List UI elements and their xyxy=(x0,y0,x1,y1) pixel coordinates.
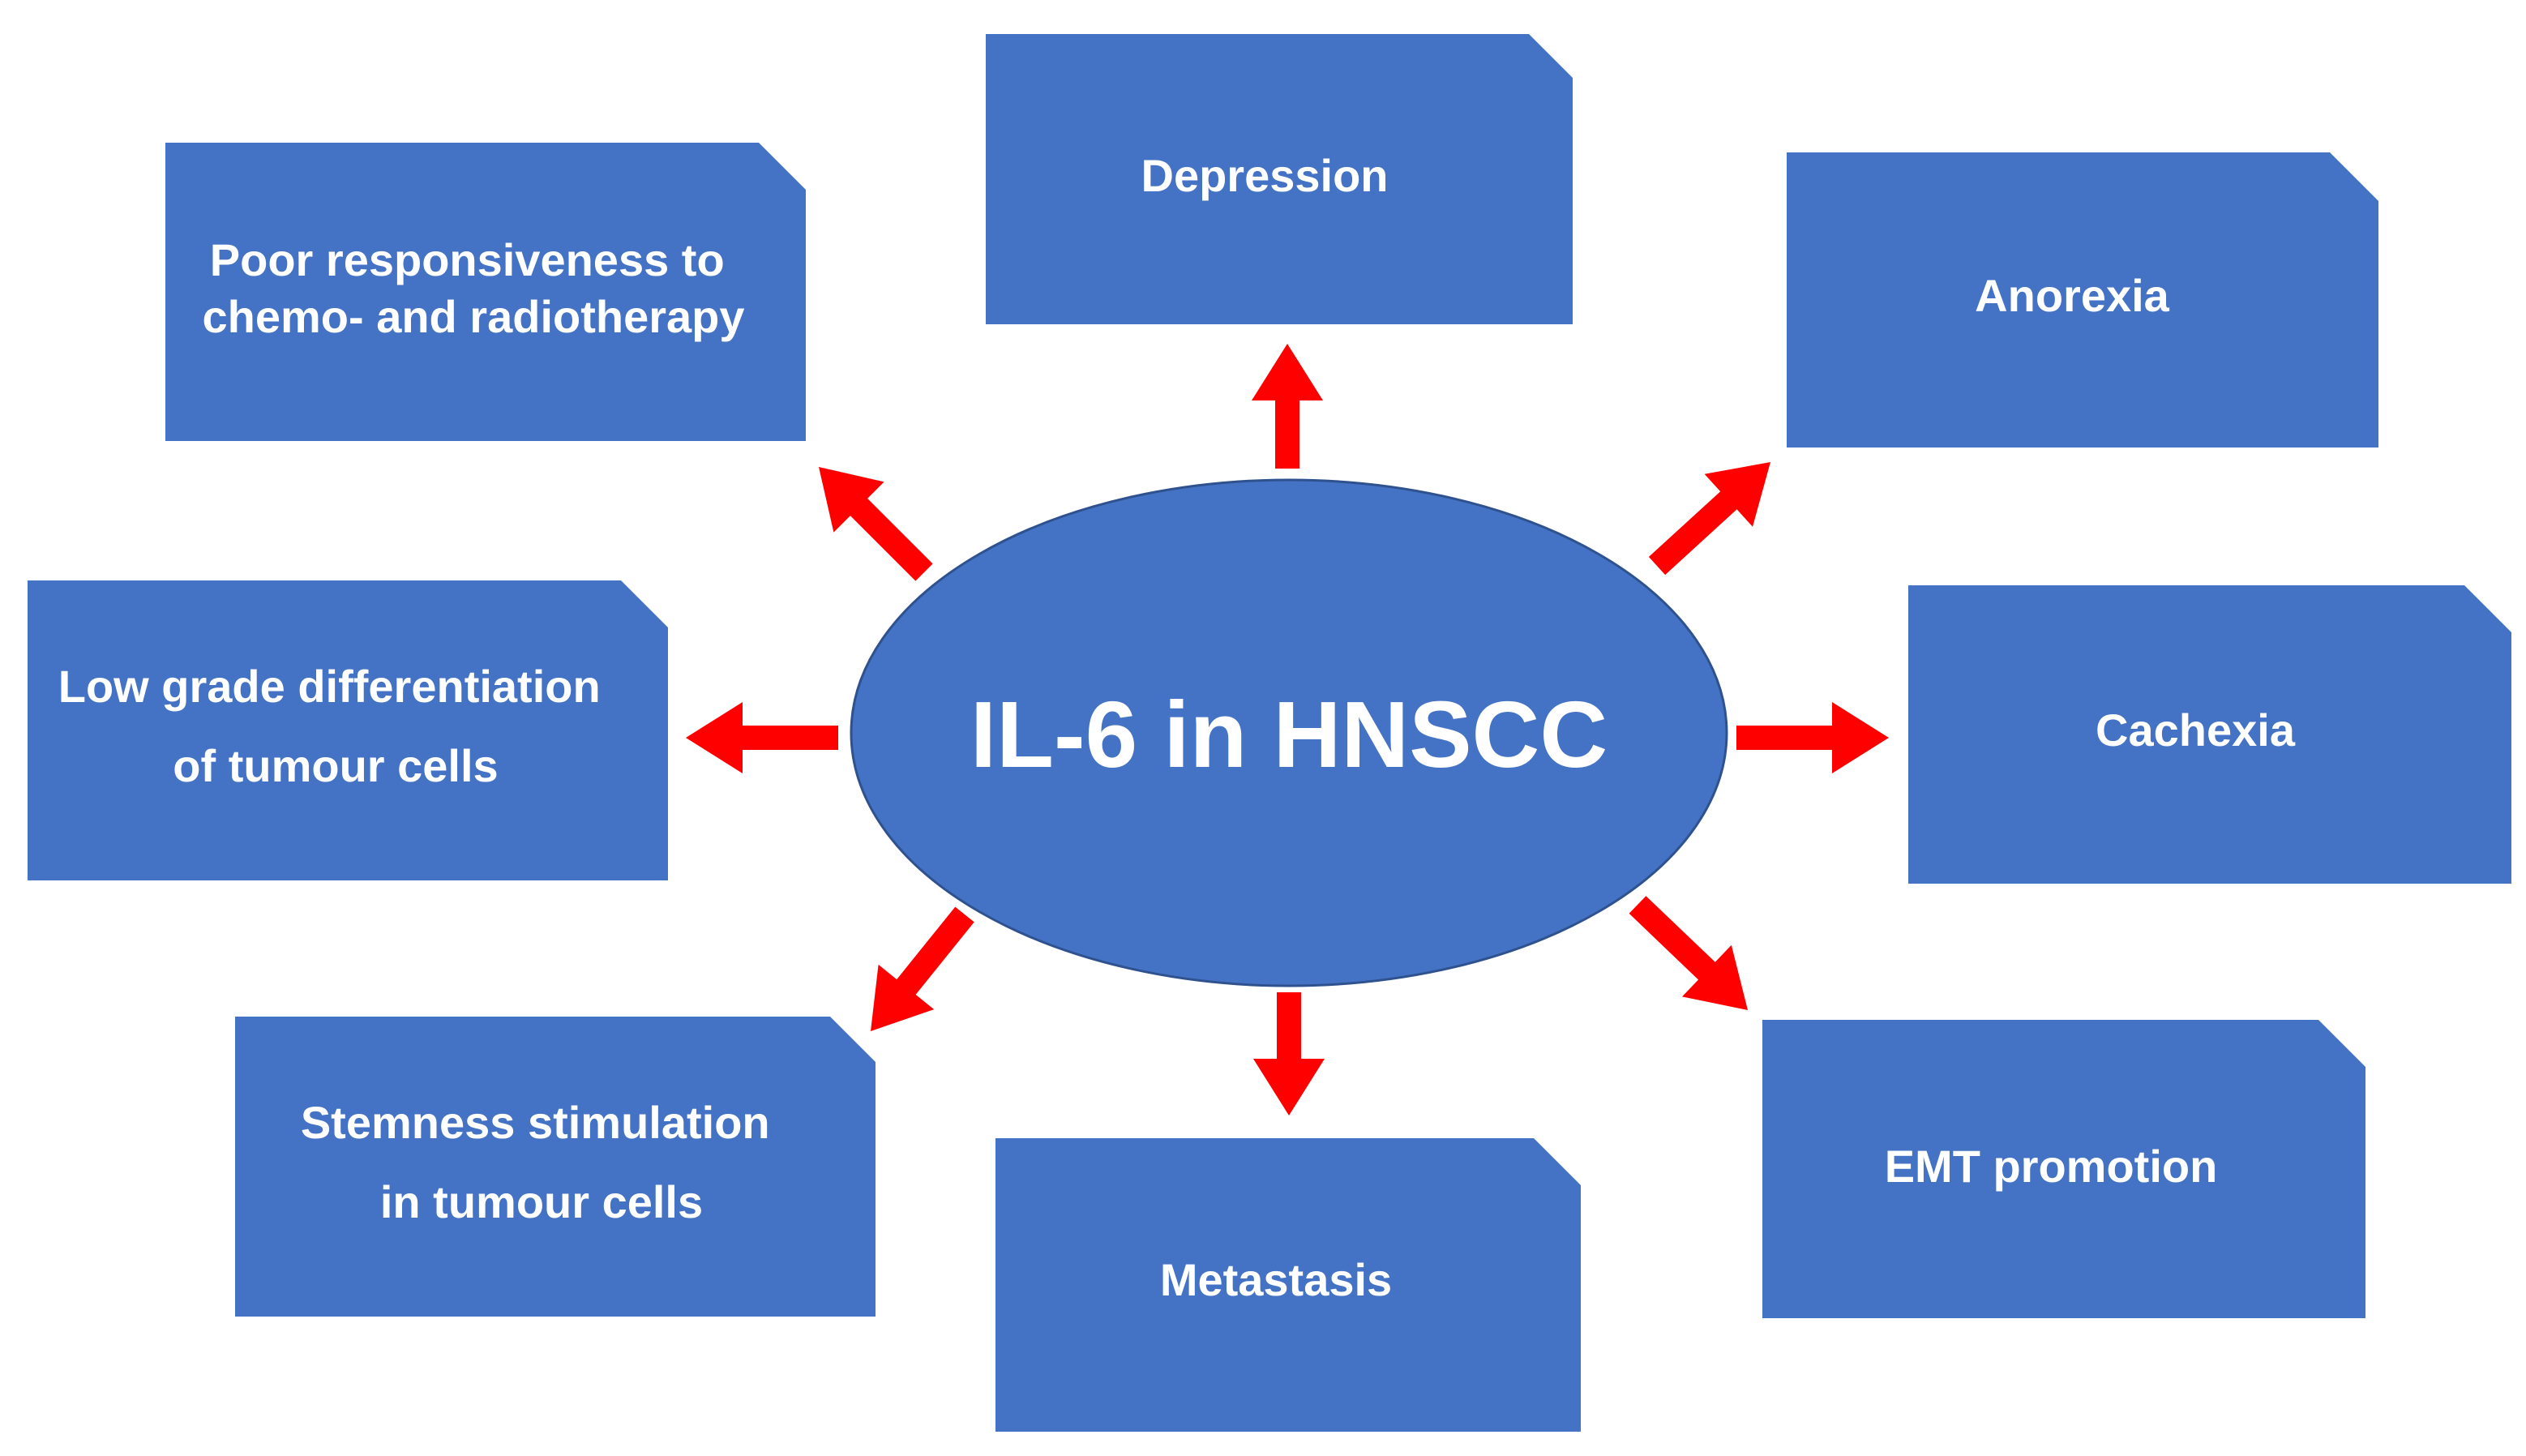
center-node: IL-6 in HNSCC xyxy=(850,478,1728,987)
box-shape xyxy=(986,34,1573,324)
arrows xyxy=(686,344,1889,1116)
svg-text:Metastasis: Metastasis xyxy=(1160,1254,1392,1305)
svg-text:Low grade differentiation: Low grade differentiation of tumour cell… xyxy=(58,661,613,791)
arrow-to-stemness-stimulation xyxy=(871,906,974,1031)
svg-text:Poor responsiveness to c: Poor responsiveness to chemo- and radiot… xyxy=(202,234,744,342)
box-label-line-2: chemo- and radiotherapy xyxy=(202,291,744,342)
center-ellipse xyxy=(850,478,1728,987)
svg-text:EMT promotion: EMT promotion xyxy=(1885,1141,2218,1192)
box-label-line-1: Low grade differentiation xyxy=(58,661,601,712)
svg-text:Depression: Depression xyxy=(1141,150,1389,201)
effect-box-metastasis: Metastasis xyxy=(995,1138,1581,1432)
effect-box-stemness-stimulation: Stemness stimulation in tumour cells xyxy=(235,1017,876,1317)
center-label: IL-6 in HNSCC xyxy=(970,682,1608,787)
effect-box-emt-promotion: EMT promotion xyxy=(1762,1020,2365,1318)
arrow-to-metastasis xyxy=(1253,992,1325,1116)
arrow-to-anorexia xyxy=(1648,462,1770,576)
box-shape xyxy=(165,143,806,441)
box-label: Depression xyxy=(1141,150,1389,201)
box-label-line-2: of tumour cells xyxy=(173,740,498,791)
box-shape xyxy=(1762,1020,2365,1318)
box-label-line-2: in tumour cells xyxy=(380,1176,703,1227)
box-shape xyxy=(995,1138,1581,1432)
svg-text:Stemness stimulation in: Stemness stimulation in tumour cells xyxy=(301,1097,782,1227)
box-shape xyxy=(28,580,668,880)
arrow-to-depression xyxy=(1252,344,1323,469)
box-label-line-1: Poor responsiveness to xyxy=(210,234,725,285)
effect-box-cachexia: Cachexia xyxy=(1908,585,2511,884)
svg-text:Anorexia: Anorexia xyxy=(1975,270,2169,321)
box-shape xyxy=(1908,585,2511,884)
arrow-to-emt-promotion xyxy=(1629,896,1748,1010)
svg-text:Cachexia: Cachexia xyxy=(2096,704,2296,756)
effect-box-depression: Depression xyxy=(986,34,1573,324)
effect-box-low-grade-differentiation: Low grade differentiation of tumour cell… xyxy=(28,580,668,880)
box-shape xyxy=(1787,152,2378,448)
box-label: Anorexia xyxy=(1975,270,2169,321)
arrow-to-cachexia xyxy=(1736,702,1889,773)
box-label: Cachexia xyxy=(2096,704,2296,756)
box-label: Metastasis xyxy=(1160,1254,1392,1305)
box-label: EMT promotion xyxy=(1885,1141,2218,1192)
effect-box-poor-responsiveness: Poor responsiveness to chemo- and radiot… xyxy=(165,143,806,441)
box-shape xyxy=(235,1017,876,1317)
box-label-line-1: Stemness stimulation xyxy=(301,1097,770,1148)
effect-box-anorexia: Anorexia xyxy=(1787,152,2378,448)
arrow-to-poor-responsiveness xyxy=(819,467,933,581)
arrow-to-low-grade-differentiation xyxy=(686,702,838,773)
